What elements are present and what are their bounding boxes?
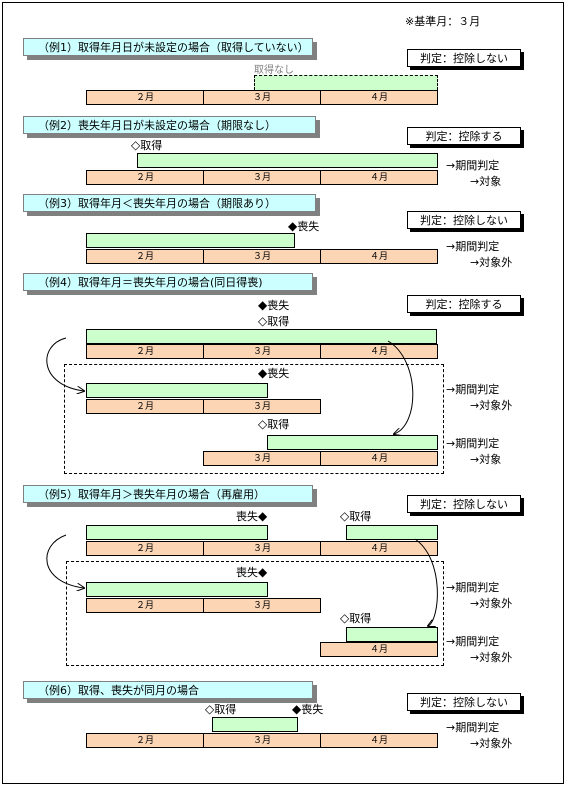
example-4-split-result-1: →期間判定→対象外 [446,383,513,412]
example-5-split2-month-apr: ４月 [320,642,438,657]
example-5-title: （例5）取得年月＞喪失年月の場合（再雇用） [23,485,313,503]
example-4-split-result-2: →期間判定→対象 [446,437,502,466]
example-5-period-bar-1 [86,525,268,540]
example-3-verdict: 判定：控除しない [407,211,521,229]
example-1-verdict: 判定：控除しない [407,49,521,67]
example-4-verdict: 判定：控除する [407,295,521,313]
example-5-split-box [66,561,444,666]
acquire-diamond-icon: ◇ [205,702,215,716]
example-5-month-feb: ２月 [86,541,204,556]
example-1-no-acquire-note: 取得なし [254,65,294,76]
example-2-month-feb: ２月 [86,170,204,185]
example-5-split-month-mar: ３月 [203,598,321,613]
example-5-lose-mark: 喪失◆ [236,509,268,524]
example-6-period-bar [212,717,298,732]
acquire-diamond-icon: ◇ [340,611,350,625]
lose-diamond-icon: ◆ [258,298,268,312]
example-6-verdict: 判定：控除しない [407,693,521,711]
base-month-note: ※基準月：３月 [405,15,481,28]
example-5-split-bar-1 [86,582,268,597]
example-5-split-lose-mark: 喪失◆ [236,565,268,580]
example-6-result: →期間判定→対象外 [446,721,513,750]
example-3-month-feb: ２月 [86,249,204,264]
example-5-split-acquire-mark: ◇取得 [340,611,372,626]
example-6-title: （例6）取得、喪失が同月の場合 [23,681,313,699]
example-4-split2-month-mar: ３月 [203,451,321,466]
acquire-diamond-icon: ◇ [340,509,350,523]
example-4-split2-month-apr: ４月 [320,451,438,466]
example-6-month-feb: ２月 [86,733,204,748]
lose-diamond-icon: ◆ [258,366,268,380]
example-4-title: （例4）取得年月＝喪失年月の場合(同日得喪) [23,273,313,291]
example-1-month-feb: ２月 [86,90,204,105]
example-2-title: （例2）喪失年月日が未設定の場合（期限なし） [23,116,316,134]
example-5-split-month-feb: ２月 [86,598,204,613]
example-6-month-apr: ４月 [320,733,438,748]
example-4-split-bar-1 [86,383,268,398]
example-2-month-mar: ３月 [203,170,321,185]
example-1-month-apr: ４月 [320,90,438,105]
example-6-month-mar: ３月 [203,733,321,748]
example-2-month-apr: ４月 [320,170,438,185]
lose-diamond-icon: ◆ [288,219,298,233]
example-3-month-apr: ４月 [320,249,438,264]
example-3-result: →期間判定→対象外 [446,240,513,269]
example-1-title: （例1）取得年月日が未設定の場合（取得していない） [23,38,313,56]
example-4-lose-mark: ◆喪失 [258,298,290,313]
example-4-split-month-feb: ２月 [86,399,204,414]
example-5-period-bar-2 [346,525,438,540]
example-6-lose-mark: ◆喪失 [292,702,324,717]
lose-diamond-icon: ◆ [292,702,302,716]
example-1-period-bar [254,75,438,90]
example-5-acquire-mark: ◇取得 [340,509,372,524]
example-2-acquire-mark: ◇取得 [131,138,163,153]
example-5-split-bar-2 [346,627,438,642]
example-5-month-mar: ３月 [203,541,321,556]
example-4-split-acquire-mark: ◇取得 [258,417,290,432]
example-3-period-bar [86,233,295,248]
example-4-period-bar [86,329,437,344]
example-4-split-month-mar: ３月 [203,399,321,414]
example-5-month-apr: ４月 [320,541,438,556]
example-2-period-bar [137,153,438,168]
lose-diamond-icon: ◆ [258,565,268,579]
example-4-split-bar-2 [267,435,438,450]
example-6-acquire-mark: ◇取得 [205,702,237,717]
example-4-month-feb: ２月 [86,344,204,359]
example-4-month-apr: ４月 [320,344,438,359]
example-5-split-result-2: →期間判定→対象外 [446,635,513,664]
example-3-month-mar: ３月 [203,249,321,264]
example-3-lose-mark: ◆喪失 [288,219,320,234]
example-4-month-mar: ３月 [203,344,321,359]
acquire-diamond-icon: ◇ [258,417,268,431]
example-5-split-result-1: →期間判定→対象外 [446,581,513,610]
example-4-acquire-mark: ◇取得 [258,314,290,329]
example-2-result: →期間判定→対象 [446,159,502,188]
example-4-split-lose-mark: ◆喪失 [258,366,290,381]
example-2-verdict: 判定：控除する [407,127,521,145]
example-1-month-mar: ３月 [203,90,321,105]
lose-diamond-icon: ◆ [258,509,268,523]
example-3-title: （例3）取得年月＜喪失年月の場合（期限あり） [23,194,316,212]
example-5-verdict: 判定：控除しない [407,495,521,513]
example-4-split-box [64,364,444,474]
acquire-diamond-icon: ◇ [258,314,268,328]
acquire-diamond-icon: ◇ [131,138,141,152]
